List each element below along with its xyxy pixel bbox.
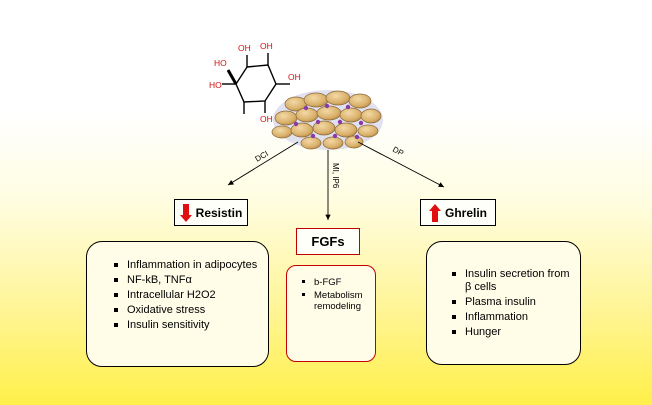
ghrelin-effects-box: Insulin secretion from β cells Plasma in…: [426, 241, 581, 365]
dci-label: DCI: [254, 149, 270, 164]
inositol-molecule: [222, 53, 290, 114]
resistin-effects-list: Inflammation in adipocytes NF-kB, TNFα I…: [113, 259, 260, 332]
resistin-effects-box: Inflammation in adipocytes NF-kB, TNFα I…: [86, 241, 269, 367]
list-item: NF-kB, TNFα: [113, 274, 260, 287]
dp-label: DP: [391, 145, 405, 158]
list-item: Metabolism remodeling: [301, 290, 371, 312]
list-item: Insulin secretion from β cells: [451, 268, 574, 294]
list-item: Insulin sensitivity: [113, 319, 260, 332]
dci-arrow: [227, 141, 299, 186]
resistin-title: Resistin: [195, 205, 243, 220]
ghrelin-label-box: Ghrelin: [420, 199, 496, 226]
fgfs-effects-box: b-FGF Metabolism remodeling: [286, 265, 376, 362]
list-item: Inflammation in adipocytes: [113, 259, 260, 272]
down-arrow-icon: [179, 203, 192, 222]
fgfs-label-box: FGFs: [296, 228, 360, 255]
list-item: Hunger: [451, 326, 574, 339]
list-item: Inflammation: [451, 311, 574, 324]
adipose-tissue-icon: [271, 90, 383, 150]
up-arrow-icon: [428, 203, 441, 222]
fgfs-effects-list: b-FGF Metabolism remodeling: [301, 277, 371, 312]
list-item: Plasma insulin: [451, 296, 574, 309]
ghrelin-effects-list: Insulin secretion from β cells Plasma in…: [451, 268, 574, 339]
fgfs-title: FGFs: [311, 234, 345, 249]
dp-arrow: [357, 141, 445, 188]
list-item: b-FGF: [301, 277, 371, 288]
list-item: Intracellular H2O2: [113, 289, 260, 302]
molecule-labels: OH OH OH HO HO OH: [209, 41, 301, 124]
oh-label-2: OH: [260, 41, 273, 51]
ho-label-2: HO: [209, 80, 222, 90]
ho-label-1: HO: [214, 58, 227, 68]
oh-label-1: OH: [238, 43, 251, 53]
list-item: Oxidative stress: [113, 304, 260, 317]
mi-ip6-label: MI, IP6: [331, 163, 340, 189]
resistin-label-box: Resistin: [174, 199, 248, 226]
oh-label-3: OH: [288, 72, 301, 82]
oh-label-4: OH: [260, 114, 273, 124]
ghrelin-title: Ghrelin: [444, 205, 487, 220]
